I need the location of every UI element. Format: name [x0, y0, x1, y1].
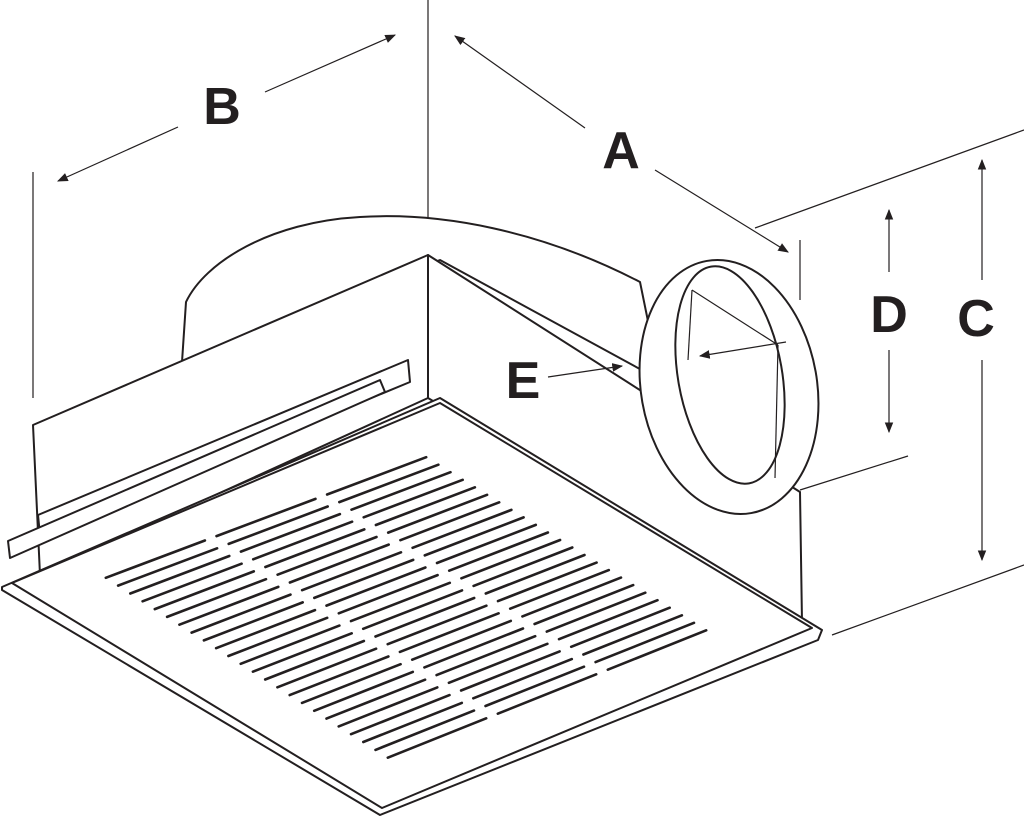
- grille-slot: [337, 463, 440, 504]
- grille-slot: [312, 670, 415, 713]
- grille-slot: [251, 520, 354, 561]
- grille-slot: [362, 478, 465, 519]
- duct-collar: [638, 259, 820, 515]
- dim-e-arrow-outer: [547, 363, 624, 378]
- motor-housing-dome: [181, 215, 661, 381]
- grille-slots: [104, 455, 708, 760]
- dim-label-b: B: [203, 78, 241, 136]
- grille-slot: [349, 693, 451, 736]
- grille-slot: [337, 686, 439, 728]
- grille-slot: [178, 585, 280, 627]
- grille-slot: [484, 665, 586, 708]
- dim-label-a: A: [602, 122, 640, 180]
- grille-slot: [288, 543, 391, 584]
- grille-slot: [350, 470, 452, 512]
- grille-slot: [153, 570, 256, 611]
- grille-slot: [435, 523, 538, 565]
- extension-lines: [32, 0, 1024, 636]
- grille-slot: [276, 647, 378, 689]
- grille-slot: [361, 701, 464, 744]
- grille-slot: [141, 562, 243, 603]
- grille-slot: [374, 709, 476, 752]
- grille-slot: [594, 621, 696, 664]
- grille-slot: [508, 568, 611, 611]
- grille-slot: [606, 628, 708, 672]
- dim-b-arrow-right: [264, 34, 396, 93]
- grille-panel: [11, 402, 813, 809]
- grille-slot: [214, 608, 317, 650]
- grille-slot: [545, 591, 647, 633]
- grille-slot: [496, 672, 598, 716]
- grille-slot: [533, 583, 635, 626]
- grille-slot: [484, 553, 586, 595]
- mounting-flange: [7, 379, 386, 559]
- dim-label-c: C: [957, 290, 995, 348]
- dim-label-e: E: [506, 352, 541, 410]
- grille-slot: [165, 577, 268, 619]
- grille-slot: [325, 455, 428, 496]
- grille-slot: [104, 539, 207, 580]
- grille-slot: [129, 554, 231, 595]
- grille-slot: [447, 642, 549, 685]
- grille-slot: [386, 493, 489, 534]
- grille-slot: [349, 581, 452, 623]
- grille-slot: [582, 613, 684, 656]
- grille-slot: [276, 535, 378, 577]
- grille-slot: [190, 593, 292, 634]
- grille-slot: [227, 616, 329, 658]
- grille-slot: [227, 505, 330, 546]
- grille-slot: [288, 655, 390, 697]
- grille-slot: [374, 485, 477, 527]
- grille-slot: [557, 598, 659, 641]
- grille-slot: [251, 631, 354, 674]
- dim-label-d: D: [870, 286, 908, 344]
- dim-e-arrow-inner: [698, 341, 787, 359]
- grille-slot: [215, 497, 317, 538]
- dimension-arrows: [57, 34, 987, 562]
- grille-slot: [496, 561, 598, 603]
- grille-slot: [410, 619, 513, 662]
- grille-slot: [411, 508, 513, 550]
- grille-slot: [423, 516, 525, 557]
- grille-slot: [239, 624, 341, 666]
- grille-slot: [361, 589, 464, 631]
- grille-slot: [460, 538, 562, 580]
- grille-slot: [300, 550, 403, 592]
- grille-slot: [116, 546, 219, 587]
- grille-slot: [386, 604, 488, 646]
- grille-slot: [337, 573, 439, 615]
- grille-slot: [472, 546, 574, 588]
- grille-slot: [325, 678, 427, 720]
- grille-slot: [459, 650, 561, 692]
- grille-slot: [521, 576, 623, 618]
- dim-b-arrow-left: [57, 126, 179, 182]
- grille-slot: [399, 500, 501, 542]
- grille-slot: [300, 662, 402, 705]
- grille-slot: [239, 512, 342, 553]
- grille-slot: [435, 634, 537, 677]
- grille-slot: [447, 531, 550, 573]
- dim-a-arrow-top: [454, 35, 586, 129]
- grille-slot: [423, 627, 525, 669]
- grille-slot: [569, 606, 672, 649]
- grille-slot: [471, 657, 574, 700]
- dim-a-arrow-bottom: [654, 169, 789, 253]
- grille-slot: [398, 611, 500, 654]
- grille-slot: [386, 716, 488, 760]
- grille-slot: [202, 601, 305, 642]
- grille-slot: [325, 566, 427, 607]
- grille-slot: [264, 528, 366, 569]
- grille-slot: [374, 596, 476, 638]
- grille-slot: [312, 558, 415, 600]
- grille-slot: [263, 639, 366, 681]
